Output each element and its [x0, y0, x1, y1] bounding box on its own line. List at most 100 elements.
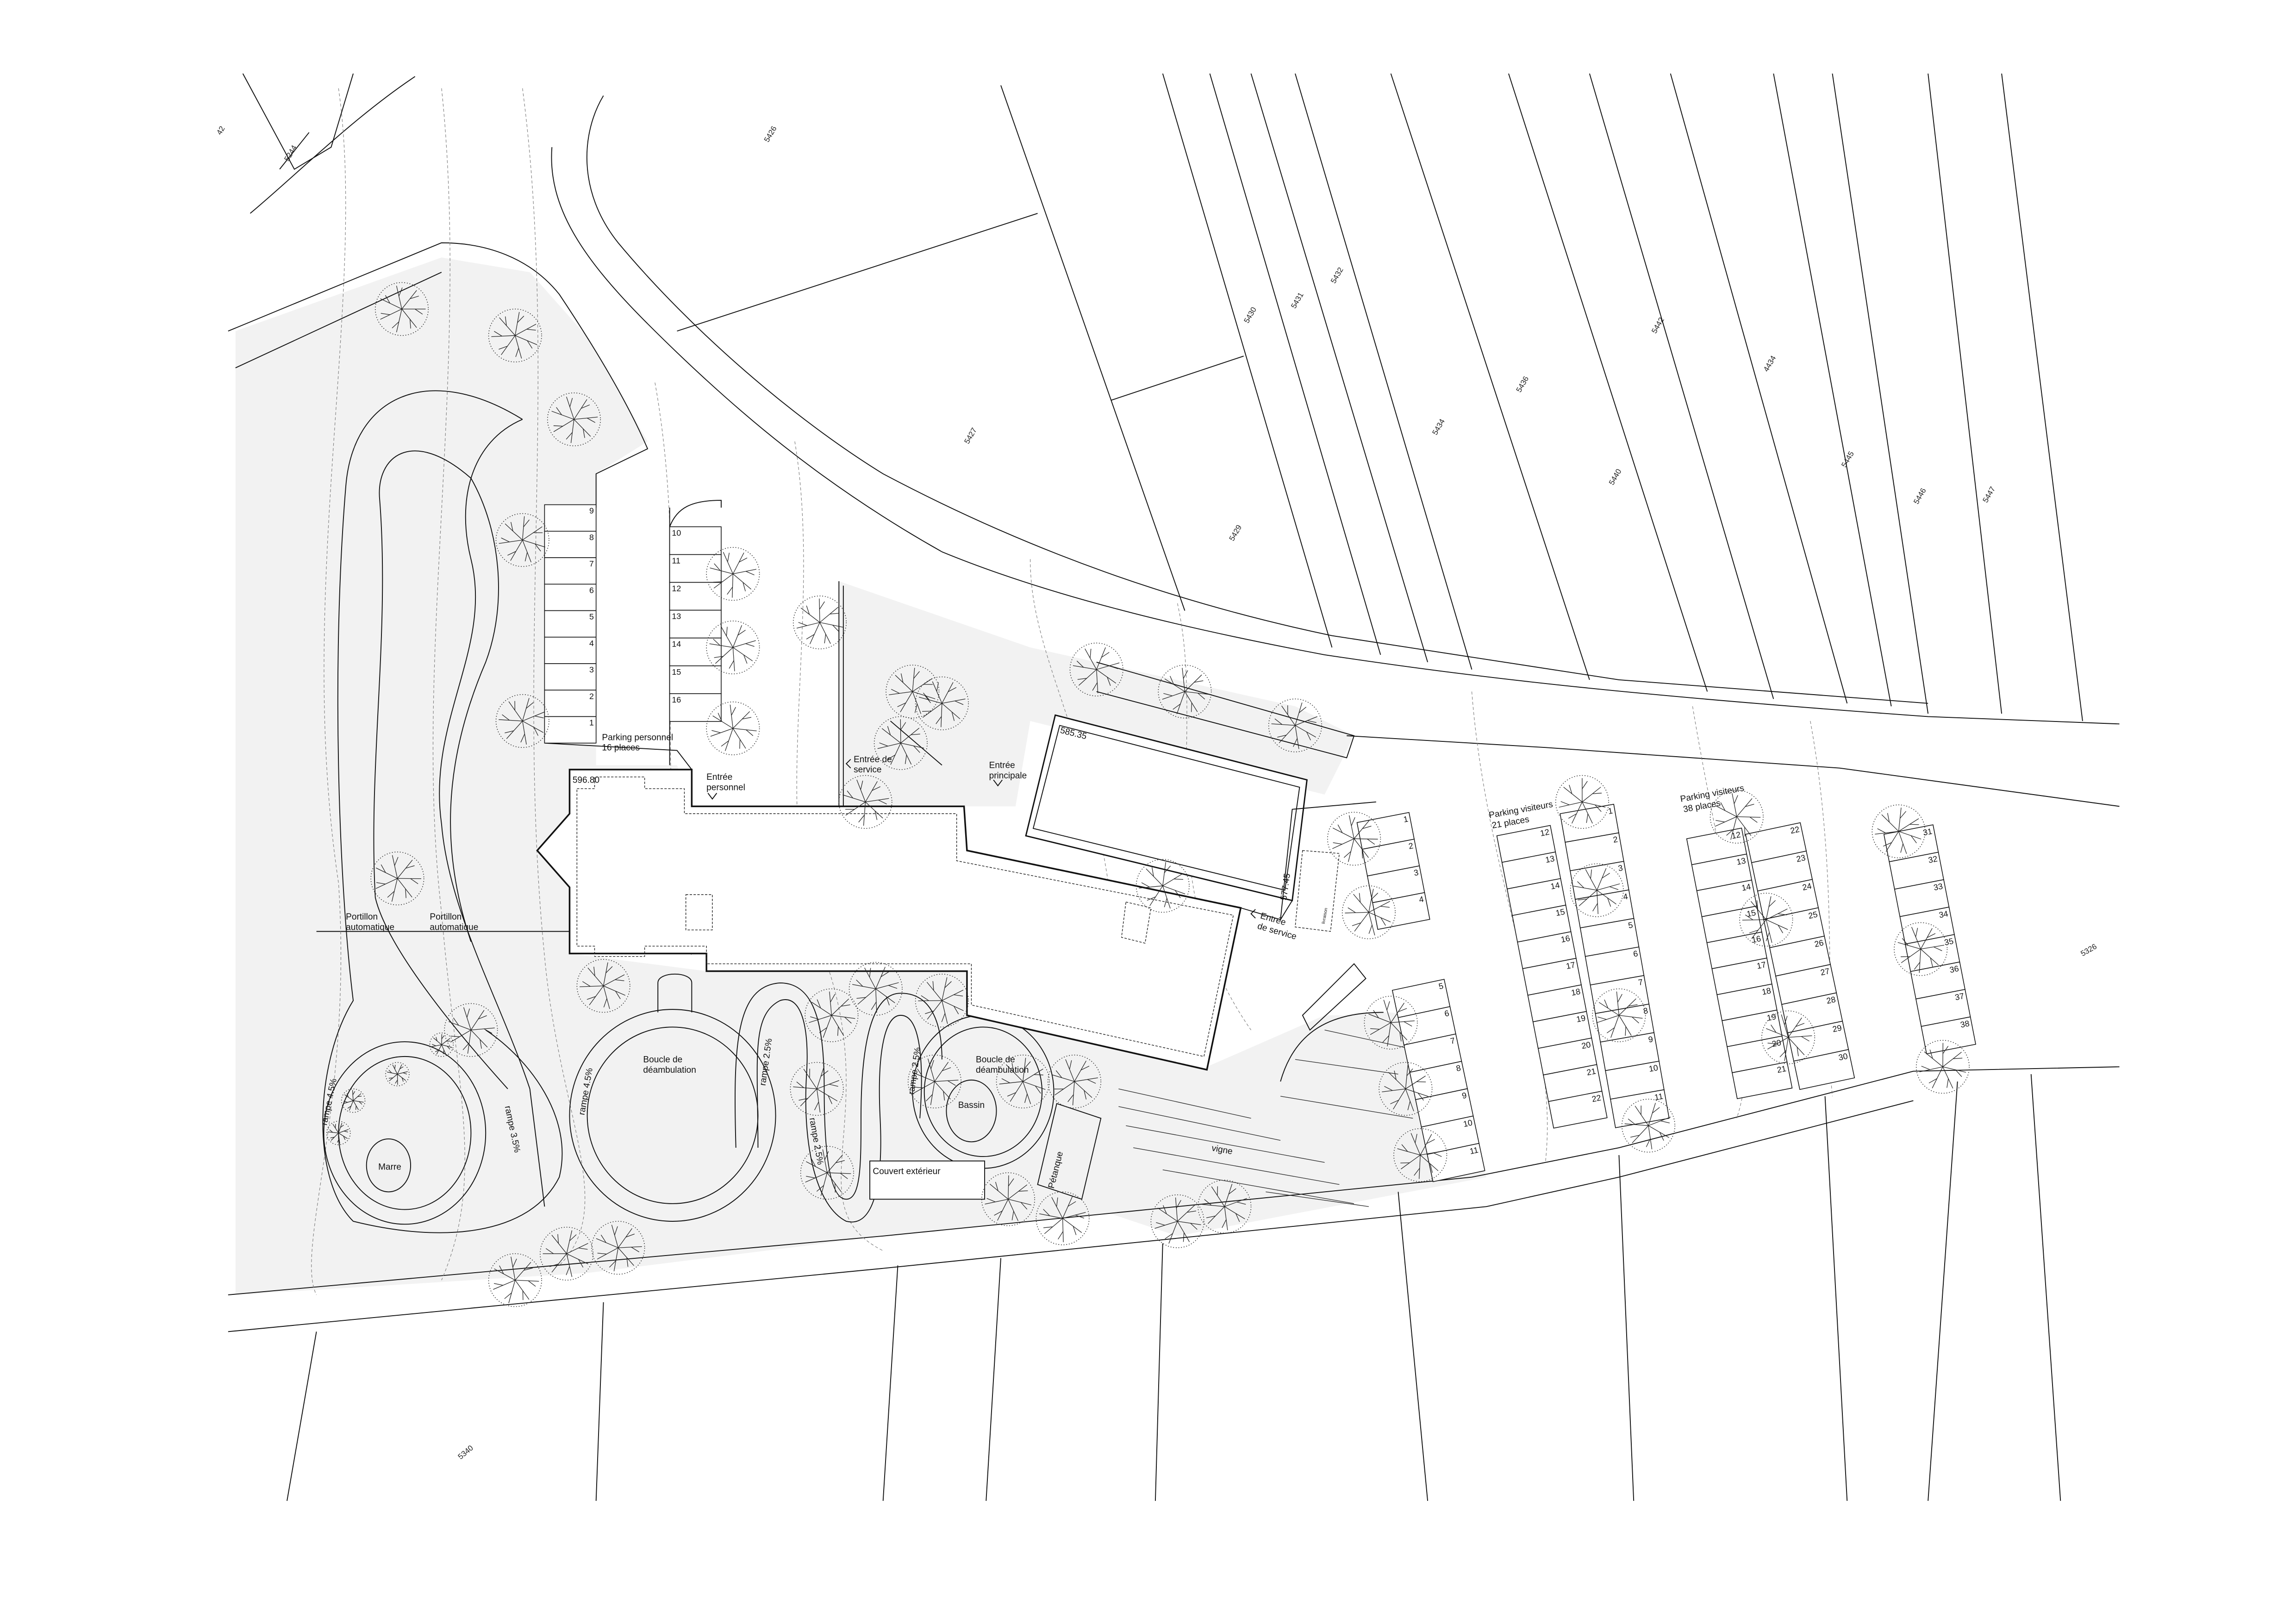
tree-icon: [1555, 775, 1609, 829]
parking-space-number: 23: [1796, 853, 1807, 864]
parking-space-number: 9: [1647, 1034, 1653, 1044]
parking-space-number: 25: [1808, 909, 1819, 920]
walking-path-west-inner: [373, 450, 508, 1089]
tree-icon: [1894, 922, 1948, 976]
tree-icon: [706, 620, 760, 675]
tree-icon: [1036, 1191, 1090, 1245]
parking-space-number: 10: [1648, 1063, 1659, 1074]
parking-space-number: 12: [672, 584, 681, 593]
parking-space-number: 31: [1922, 827, 1933, 837]
service-yard: [1241, 801, 1376, 920]
tree-icon: [547, 392, 601, 447]
walking-path-mid-2: [450, 478, 499, 942]
parcel-number: 5436: [1514, 375, 1530, 394]
tree-icon: [1158, 665, 1212, 719]
building-inner-outline: [576, 777, 1234, 1057]
service-entrance-label: Entrée de: [854, 755, 892, 765]
parking-space: [544, 584, 597, 611]
parking-space-number: 4: [1622, 892, 1628, 902]
parking-space-number: 20: [1581, 1040, 1591, 1051]
tree-icon: [370, 852, 424, 906]
parking-space: [1427, 1143, 1485, 1182]
parking-space-number: 17: [1756, 960, 1766, 970]
tree-icon: [1198, 1180, 1252, 1234]
vehicle-outline: [1302, 963, 1366, 1031]
parking-space-number: 38: [1959, 1019, 1970, 1029]
parking-space-number: 18: [1761, 986, 1772, 996]
road-east: [1347, 735, 2120, 807]
parcel-number: 4434: [1762, 354, 1778, 373]
parking-space-number: 8: [1642, 1006, 1648, 1015]
parking-space-number: 1: [1607, 806, 1613, 816]
vineyard-rows: [1118, 1030, 1413, 1207]
tree-icon: [706, 701, 760, 755]
service-entrance-label-2: service: [854, 765, 881, 775]
tree-icon: [385, 1062, 410, 1087]
parking-space-number: 16: [1560, 933, 1571, 944]
tree-icon: [1710, 790, 1764, 844]
staff-entrance-label-2: personnel: [706, 783, 745, 792]
parking-space-number: 17: [1565, 960, 1576, 971]
parcel-number: 5447: [1981, 485, 1997, 504]
parking-space-number: 22: [1591, 1093, 1602, 1104]
gate-2-label: Portillon: [430, 912, 462, 922]
tree-icon: [706, 547, 760, 601]
parking-space-number: 3: [1617, 863, 1623, 873]
parking-space-number: 1: [1403, 814, 1409, 824]
parking-space-number: 6: [589, 585, 594, 595]
tree-icon: [326, 1120, 351, 1145]
building-core: [685, 894, 713, 931]
loop-2-label-2: déambulation: [976, 1065, 1029, 1075]
parking-space-number: 15: [672, 667, 681, 677]
parcel-number: 5446: [1912, 486, 1928, 505]
parking-space-number: 14: [672, 640, 681, 649]
parking-space: [669, 693, 722, 722]
ramp-serpentine-2: [735, 982, 942, 1200]
tree-icon: [1915, 1040, 1970, 1094]
parking-space-number: 33: [1933, 882, 1943, 892]
parking-space: [1921, 1016, 1977, 1055]
main-entrance-label-2: principale: [989, 771, 1027, 781]
tree-icon: [1570, 863, 1624, 917]
tree-icon: [805, 988, 859, 1042]
parcel-number: 5430: [1242, 305, 1258, 324]
tree-icon: [1761, 1010, 1816, 1064]
walking-path-west-outer: [322, 390, 563, 1233]
parking-space-number: 7: [1637, 977, 1643, 987]
parking-space: [1610, 1089, 1670, 1128]
parking-space-number: 24: [1802, 881, 1813, 892]
gate-1-label-2: automatique: [346, 922, 394, 932]
loop-1-label: Boucle de: [643, 1055, 682, 1065]
parking-space-number: 2: [1408, 841, 1414, 851]
parcel-number: 5340: [456, 1443, 475, 1461]
parking-space: [544, 716, 597, 744]
parking-space-number: 26: [1814, 938, 1825, 949]
road-north-edge: [551, 147, 2120, 725]
tree-icon: [1872, 804, 1926, 858]
tree-icon: [1268, 698, 1322, 752]
pond: [366, 1138, 412, 1193]
basin-label: Bassin: [958, 1101, 985, 1110]
petanque-court: [1037, 1103, 1102, 1200]
parking-space-number: 6: [1633, 949, 1639, 958]
parking-space-number: 8: [589, 533, 594, 542]
tree-icon: [1069, 642, 1123, 696]
parcel-number: 5440: [1607, 467, 1623, 486]
main-entrance-label: Entrée: [989, 761, 1015, 771]
parcel-number: 42: [215, 124, 227, 136]
annex-inner: [1032, 725, 1300, 891]
tree-icon: [981, 1172, 1035, 1226]
parking-staff-count: 16 places: [602, 743, 640, 753]
parking-space-number: 32: [1928, 854, 1938, 864]
parking-space-number: 22: [1790, 825, 1801, 836]
parking-space-number: 14: [1550, 880, 1560, 891]
parcel-number: 5426: [762, 124, 779, 143]
parcel-number: 5434: [1430, 417, 1447, 436]
parking-space-number: 34: [1938, 909, 1949, 920]
parcel-lines-south: [287, 931, 2061, 1501]
walking-loop-2: [912, 1014, 1054, 1169]
